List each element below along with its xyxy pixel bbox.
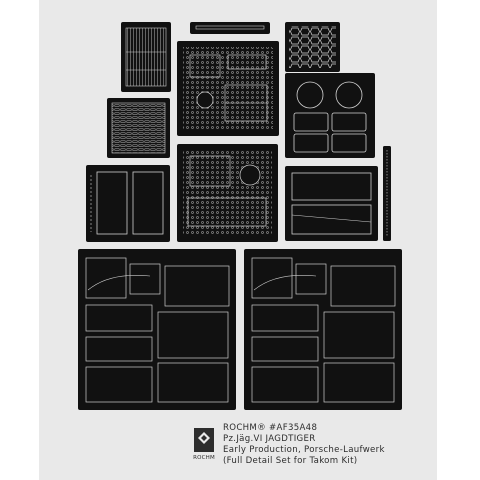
caption-line-3: Early Production, Porsche-Laufwerk [223,445,385,455]
rochm-logo: ROCHM [192,427,216,467]
product-caption: ROCHM® #AF35A48 Pz.Jäg.VI JAGDTIGER Earl… [223,423,385,467]
fret-b [285,22,340,72]
fret-f [86,165,170,242]
caption-line-2: Pz.Jäg.VI JAGDTIGER [223,434,316,444]
fret-top-bar [190,22,270,34]
fret-strip [383,146,391,241]
fret-e [107,98,170,158]
fret-c [177,41,279,136]
caption-line-1: ROCHM® #AF35A48 [223,423,318,433]
logo-wordmark: ROCHM [193,455,215,461]
fret-h [285,166,378,241]
rochm-logo-icon [194,428,214,452]
fret-g [177,144,278,242]
fret-left-fender [78,249,236,410]
fret-a [121,22,171,92]
fret-right-fender [244,249,402,410]
caption-line-4: (Full Detail Set for Takom Kit) [223,456,358,466]
fret-d [285,73,375,158]
